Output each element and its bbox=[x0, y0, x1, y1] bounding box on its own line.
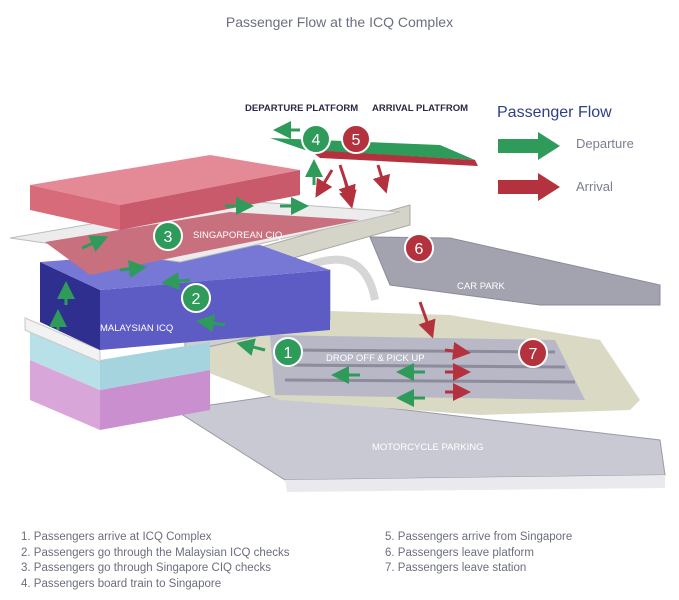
legend-arrival-arrow bbox=[498, 173, 560, 201]
step-item: 7. Passengers leave station bbox=[385, 562, 527, 574]
building-cyan-level bbox=[30, 330, 100, 390]
marker-6: 6 bbox=[404, 233, 434, 263]
step-item: 6. Passengers leave platform bbox=[385, 546, 534, 559]
page-title: Passenger Flow at the ICQ Complex bbox=[225, 14, 454, 30]
walkway-curve bbox=[308, 255, 379, 301]
svg-text:3: 3 bbox=[164, 229, 173, 246]
arrival-platform-label: ARRIVAL PLATFROM bbox=[372, 103, 468, 114]
legend-heading: Passenger Flow bbox=[497, 104, 612, 121]
svg-text:1: 1 bbox=[284, 345, 293, 362]
departure-flow-arrows bbox=[49, 121, 425, 407]
steps-list-left: 1. Passengers arrive at ICQ Complex 2. P… bbox=[21, 530, 289, 592]
building-cyan-front bbox=[100, 342, 210, 390]
arrival-platform bbox=[310, 150, 478, 166]
roof-block-left bbox=[30, 185, 120, 230]
building-white-level bbox=[24, 317, 101, 363]
drop-off-label: DROP OFF & PICK UP bbox=[326, 353, 425, 364]
svg-text:5: 5 bbox=[352, 132, 361, 149]
marker-5: 5 bbox=[341, 124, 371, 154]
roof-block-top bbox=[30, 155, 300, 205]
step-item: 1. Passengers arrive at ICQ Complex bbox=[21, 531, 212, 543]
roof-block-front bbox=[120, 170, 300, 230]
motorcycle-parking-edge bbox=[285, 475, 665, 492]
drop-off-lane-3 bbox=[284, 378, 576, 384]
marker-2: 2 bbox=[181, 283, 211, 313]
step-item: 5. Passengers arrive from Singapore bbox=[385, 531, 573, 543]
step-item: 4. Passengers board train to Singapore bbox=[21, 577, 222, 590]
steps-list-right: 5. Passengers arrive from Singapore 6. P… bbox=[385, 530, 572, 577]
car-park-area bbox=[369, 236, 661, 306]
marker-1: 1 bbox=[273, 337, 303, 367]
legend-departure-arrow bbox=[498, 132, 560, 160]
departure-platform-label: DEPARTURE PLATFORM bbox=[245, 103, 358, 114]
singaporean-ciq-label: SINGAPOREAN CIQ bbox=[193, 230, 282, 241]
building-pink-level bbox=[30, 360, 100, 430]
malaysian-icq-left bbox=[40, 262, 100, 350]
malaysian-icq-floor bbox=[40, 245, 330, 290]
svg-text:2: 2 bbox=[192, 291, 201, 308]
legend-arrival-label: Arrival bbox=[576, 179, 613, 194]
drop-off-lane-1 bbox=[284, 348, 556, 354]
drop-off-lane-2 bbox=[284, 363, 566, 369]
marker-3: 3 bbox=[153, 221, 183, 251]
step-item: 3. Passengers go through Singapore CIQ c… bbox=[21, 562, 271, 574]
svg-text:4: 4 bbox=[312, 132, 321, 149]
svg-text:6: 6 bbox=[415, 241, 424, 258]
singaporean-ciq-floor bbox=[45, 212, 360, 275]
legend-departure-label: Departure bbox=[576, 136, 634, 151]
malaysian-icq-label: MALAYSIAN ICQ bbox=[100, 323, 173, 334]
motorcycle-parking-area bbox=[173, 394, 666, 481]
marker-4: 4 bbox=[301, 124, 331, 154]
malaysian-icq-front bbox=[100, 270, 330, 350]
arrival-flow-arrows bbox=[315, 164, 471, 401]
car-park-label: CAR PARK bbox=[457, 281, 506, 292]
motorcycle-parking-label: MOTORCYCLE PARKING bbox=[372, 442, 484, 453]
marker-7: 7 bbox=[518, 338, 548, 368]
step-item: 2. Passengers go through the Malaysian I… bbox=[21, 546, 290, 559]
svg-text:7: 7 bbox=[529, 346, 538, 363]
